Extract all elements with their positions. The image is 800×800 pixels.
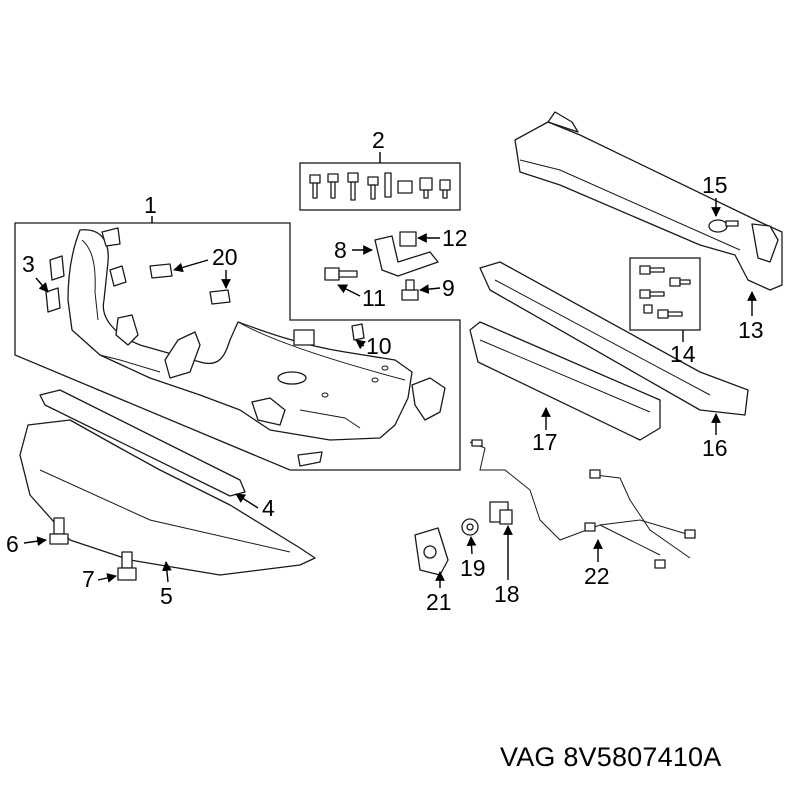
part-10-clips — [293, 323, 365, 346]
sensor-holder — [414, 527, 449, 576]
part-number-label: VAG 8V5807410A — [500, 742, 722, 772]
part-11-bolt — [324, 267, 358, 281]
callout-7: 7 — [82, 566, 117, 592]
part-7-screw — [117, 551, 137, 581]
bolt-set — [629, 257, 701, 331]
callout-11: 11 — [337, 284, 386, 311]
callout-22: 22 — [584, 539, 610, 589]
callout-12: 12 — [417, 225, 468, 251]
part-9-bolt — [401, 279, 419, 301]
callout-2: 2 — [372, 127, 385, 163]
svg-text:4: 4 — [262, 495, 275, 521]
svg-text:10: 10 — [366, 333, 392, 359]
callout-13: 13 — [738, 291, 764, 343]
callout-3: 3 — [22, 251, 49, 293]
part-20-clips — [149, 263, 231, 305]
part-12-clip — [399, 231, 417, 247]
bumper-cover-frame — [14, 222, 461, 471]
callout-1: 1 — [144, 192, 157, 223]
svg-text:14: 14 — [670, 341, 696, 367]
callout-6: 6 — [6, 531, 47, 557]
svg-text:11: 11 — [362, 285, 386, 311]
lower-spoiler — [19, 419, 316, 576]
lower-trim-strip — [39, 389, 246, 497]
part-15-screw — [708, 219, 739, 233]
callout-4: 4 — [235, 493, 275, 521]
svg-text:15: 15 — [702, 172, 728, 198]
part-6-screw — [49, 517, 69, 545]
callout-17: 17 — [532, 407, 558, 455]
svg-text:13: 13 — [738, 317, 764, 343]
svg-text:22: 22 — [584, 563, 610, 589]
callout-20: 20 — [173, 244, 238, 289]
svg-text:21: 21 — [426, 589, 452, 615]
svg-text:12: 12 — [442, 225, 468, 251]
svg-text:19: 19 — [460, 555, 486, 581]
callout-10: 10 — [355, 333, 392, 359]
callout-19: 19 — [460, 536, 486, 581]
svg-text:1: 1 — [144, 192, 157, 218]
svg-text:3: 3 — [22, 251, 35, 277]
svg-text:7: 7 — [82, 566, 95, 592]
callout-21: 21 — [426, 571, 452, 615]
energy-absorber-lower — [469, 321, 661, 441]
sensor-grommet — [461, 518, 479, 536]
svg-text:16: 16 — [702, 435, 728, 461]
callout-15: 15 — [702, 172, 728, 217]
fastener-kit — [299, 162, 461, 211]
svg-text:5: 5 — [160, 583, 173, 609]
callout-9: 9 — [419, 275, 455, 301]
svg-text:6: 6 — [6, 531, 19, 557]
svg-text:8: 8 — [334, 237, 347, 263]
bumper-cover — [67, 227, 446, 467]
parking-sensor — [489, 501, 513, 525]
energy-absorber-upper — [479, 261, 749, 416]
part-8-bracket — [374, 235, 439, 277]
svg-text:2: 2 — [372, 127, 385, 153]
callout-8: 8 — [334, 237, 373, 263]
callout-18: 18 — [494, 525, 520, 607]
svg-text:20: 20 — [212, 244, 238, 270]
callout-16: 16 — [702, 413, 728, 461]
wiring-harness — [469, 439, 696, 569]
svg-text:17: 17 — [532, 429, 558, 455]
callout-14: 14 — [670, 330, 696, 367]
callout-5: 5 — [160, 561, 173, 609]
svg-text:18: 18 — [494, 581, 520, 607]
part-3-bracket — [45, 255, 65, 313]
svg-text:9: 9 — [442, 275, 455, 301]
reinforcement-bar — [514, 111, 783, 291]
